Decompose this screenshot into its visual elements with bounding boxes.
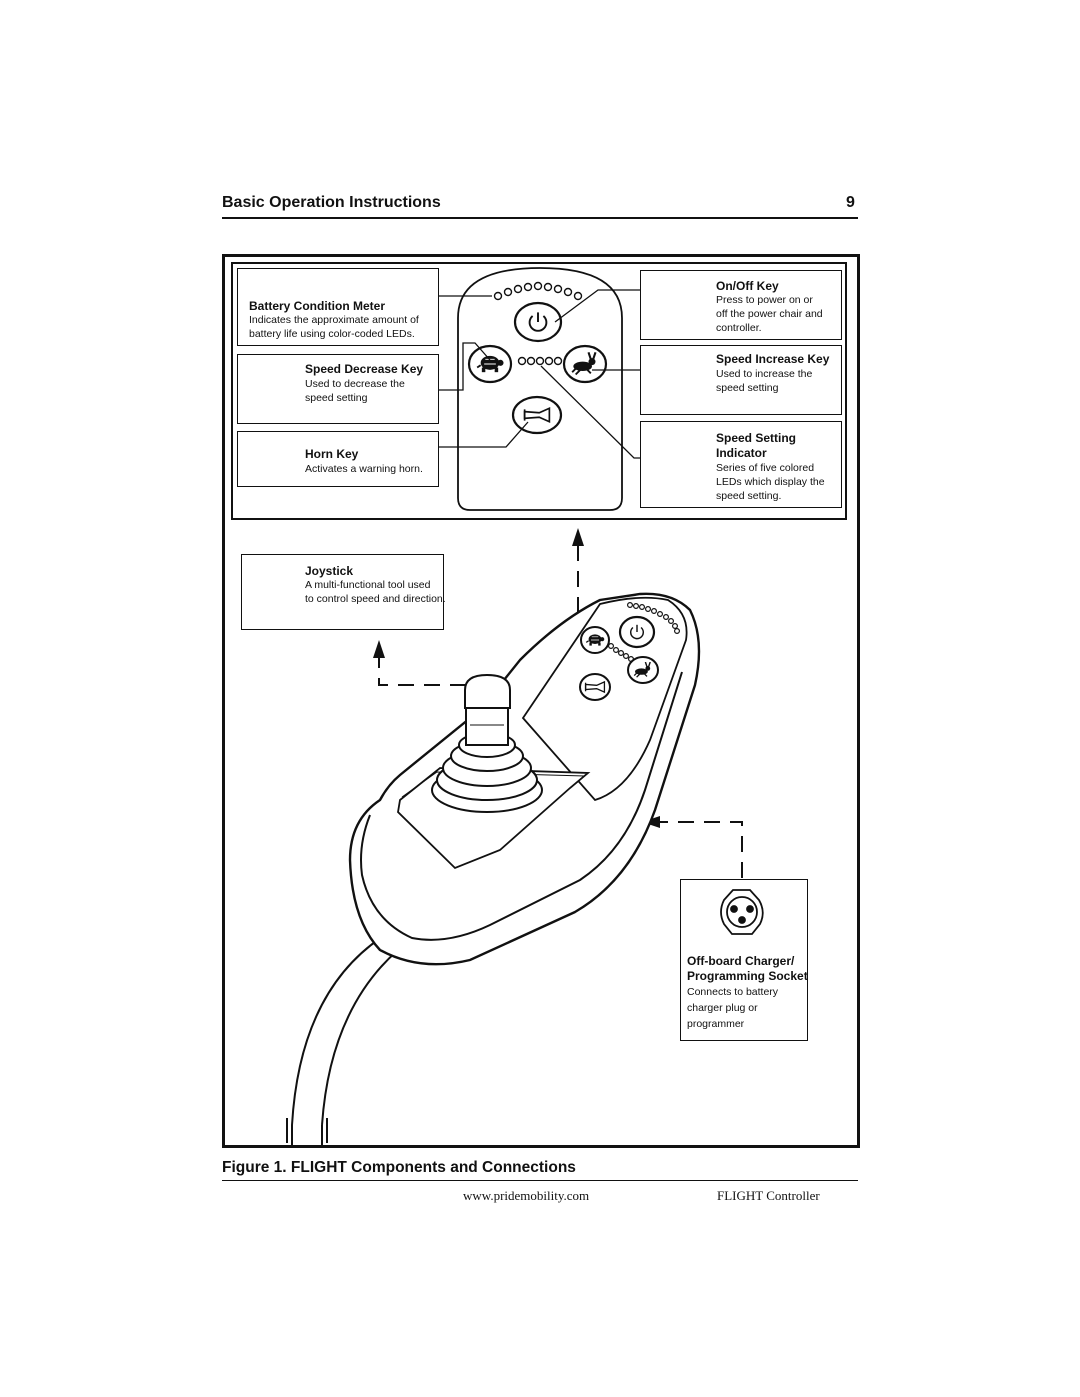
controller-keypad <box>579 601 680 701</box>
socket-desc-1: Connects to battery <box>687 986 779 998</box>
horn-key-box: Horn Key Activates a warning horn. <box>237 431 439 487</box>
page-number: 9 <box>846 194 855 211</box>
speed-setting-desc-2: LEDs which display the <box>716 476 825 488</box>
keypad-detail-panel <box>231 262 847 520</box>
speed-decrease-title: Speed Decrease Key <box>305 362 424 376</box>
socket-title-1: Off-board Charger/ <box>687 954 795 968</box>
battery-meter-desc-1: Indicates the approximate amount of <box>249 314 419 326</box>
socket-icon <box>720 889 764 935</box>
speed-led-row <box>517 356 563 366</box>
footer-rule <box>222 1180 858 1181</box>
socket-title-2: Programming Socket <box>687 969 808 983</box>
speed-setting-box: Speed Setting Indicator Series of five c… <box>640 421 842 508</box>
speed-increase-desc-2: speed setting <box>716 382 779 394</box>
page-header-title: Basic Operation Instructions <box>222 194 441 211</box>
header-rule <box>222 217 858 219</box>
joystick-title: Joystick <box>305 564 354 578</box>
battery-led-row <box>493 281 583 301</box>
horn-key-title: Horn Key <box>305 447 359 461</box>
speed-setting-desc-1: Series of five colored <box>716 462 815 474</box>
on-off-key-desc-2: off the power chair and <box>716 308 823 320</box>
speed-decrease-desc-1: Used to decrease the <box>305 378 405 390</box>
on-off-key-desc-3: controller. <box>716 322 762 334</box>
figure-caption: Figure 1. FLIGHT Components and Connecti… <box>222 1159 576 1176</box>
keypad-drawing <box>457 267 623 511</box>
speed-decrease-box: Speed Decrease Key Used to decrease the … <box>237 354 439 424</box>
on-off-key-title: On/Off Key <box>716 279 779 293</box>
joystick-desc-2: to control speed and direction. <box>305 593 446 605</box>
speed-decrease-desc-2: speed setting <box>305 392 368 404</box>
joystick-desc-1: A multi-functional tool used <box>305 579 431 591</box>
speed-setting-desc-3: speed setting. <box>716 490 782 502</box>
battery-meter-title: Battery Condition Meter <box>249 299 386 313</box>
joystick-box: Joystick A multi-functional tool used to… <box>241 554 446 630</box>
socket-box: Off-board Charger/ Programming Socket Co… <box>680 879 808 1041</box>
on-off-key-box: On/Off Key Press to power on or off the … <box>640 270 842 340</box>
battery-meter-desc-2: battery life using color-coded LEDs. <box>249 328 415 340</box>
battery-meter-box: Battery Condition Meter Indicates the ap… <box>237 268 439 346</box>
socket-desc-2: charger plug or <box>687 1002 758 1014</box>
speed-increase-box: Speed Increase Key Used to increase the … <box>640 345 842 415</box>
figure-frame <box>222 254 860 1148</box>
speed-increase-title: Speed Increase Key <box>716 352 830 366</box>
controller-body <box>286 592 701 1145</box>
speed-setting-title-2: Indicator <box>716 446 767 460</box>
horn-key-desc-1: Activates a warning horn. <box>305 463 423 475</box>
footer-product-name: FLIGHT Controller <box>717 1188 820 1203</box>
speed-increase-desc-1: Used to increase the <box>716 368 813 380</box>
speed-setting-title-1: Speed Setting <box>716 431 797 445</box>
on-off-key-desc-1: Press to power on or <box>716 294 813 306</box>
leader-lines <box>438 289 640 459</box>
socket-desc-3: programmer <box>687 1018 745 1030</box>
footer-url: www.pridemobility.com <box>463 1188 590 1203</box>
